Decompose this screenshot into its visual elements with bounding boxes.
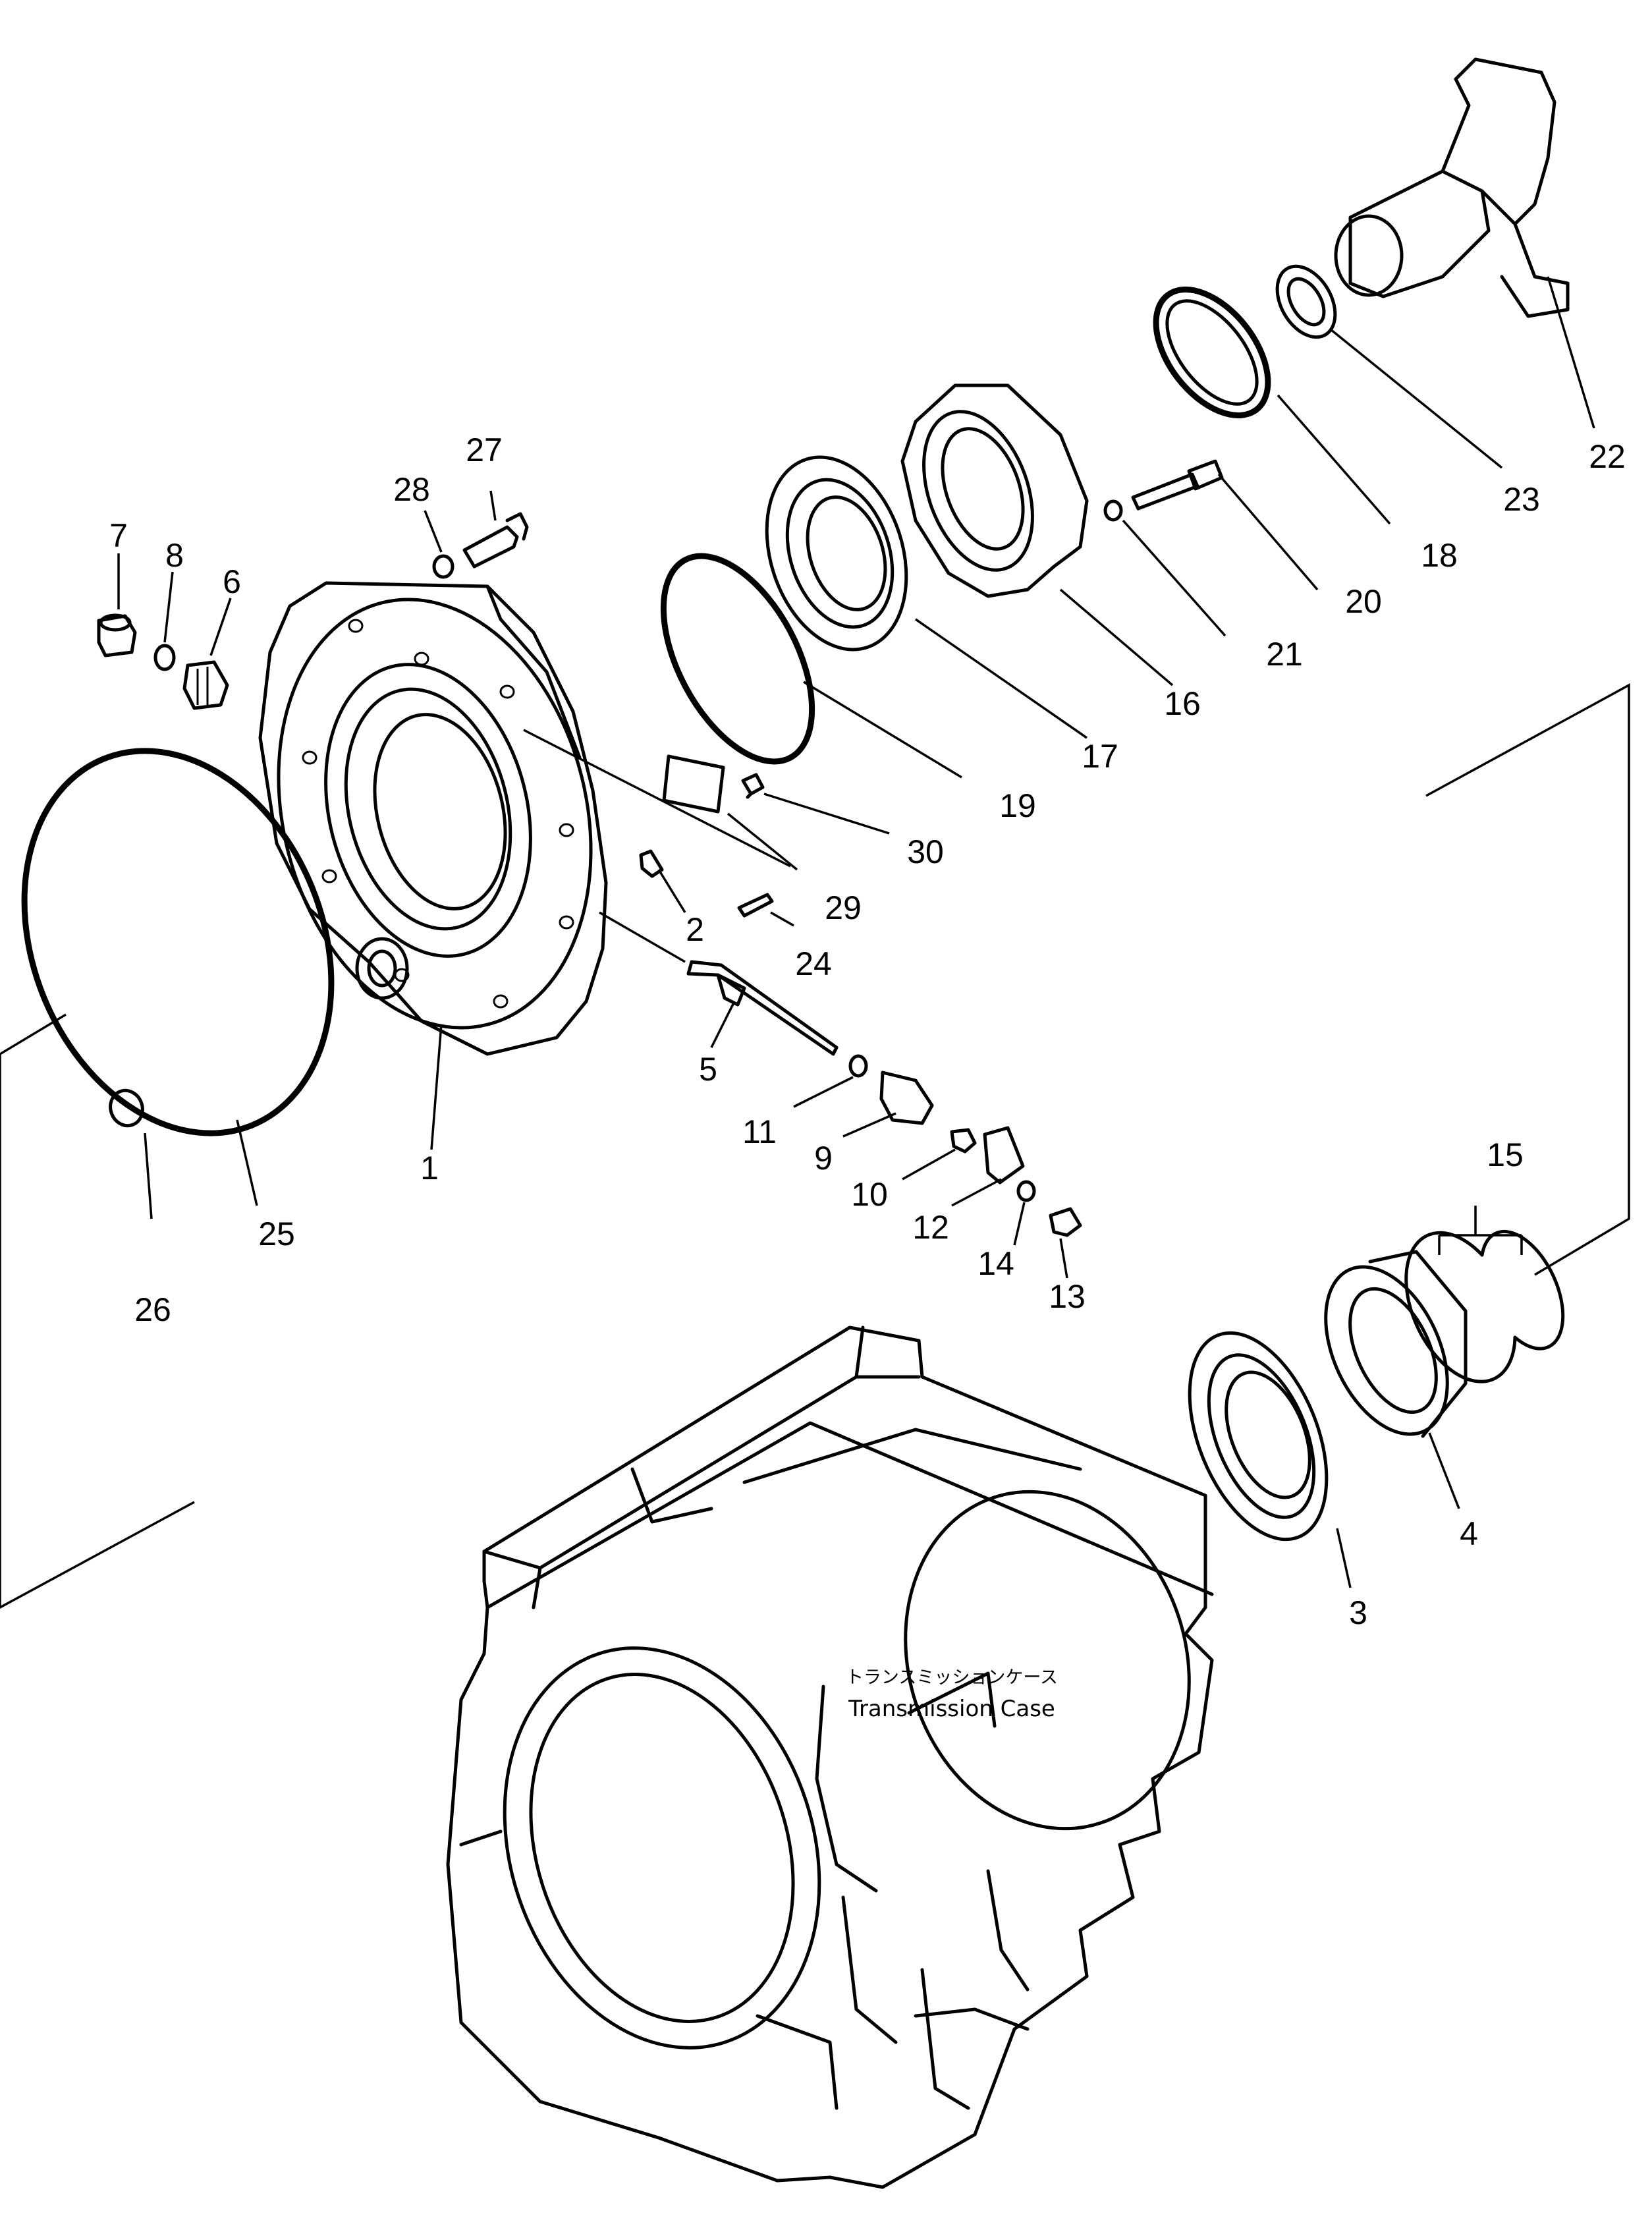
callout-16: 16 [1164, 685, 1201, 722]
part-26-o-ring [109, 1088, 144, 1128]
callout-1: 1 [420, 1150, 439, 1186]
part-6-fitting [182, 660, 229, 710]
callout-27: 27 [466, 432, 503, 468]
case-label: トランスミッションケース Transmission Case [846, 1667, 1058, 1722]
callout-4: 4 [1460, 1515, 1478, 1552]
callout-21: 21 [1266, 636, 1303, 673]
part-22-flange-yoke [1334, 57, 1570, 318]
part-21-washer [1103, 499, 1123, 522]
case-label-english: Transmission Case [848, 1696, 1055, 1722]
part-11-o-ring [848, 1054, 868, 1078]
part-23-bearing [1275, 264, 1337, 339]
part-28-washer [432, 554, 454, 579]
part-4-nut [1324, 1250, 1468, 1438]
part-14-washer [1016, 1180, 1036, 1202]
part-29-plate [662, 754, 725, 814]
callout-22: 22 [1589, 438, 1626, 475]
callout-19: 19 [999, 787, 1036, 824]
callout-30: 30 [907, 833, 944, 870]
callout-6: 6 [223, 563, 241, 600]
part-15-snap-ring [1404, 1229, 1565, 1383]
part-10-nut [950, 1128, 977, 1154]
callout-23: 23 [1503, 481, 1540, 518]
part-20-bolt [1131, 459, 1224, 511]
callout-10: 10 [851, 1176, 888, 1213]
part-1-cover [258, 581, 608, 1056]
callout-numbers: 1 2 3 4 5 6 7 8 9 10 11 12 13 14 15 16 1… [109, 432, 1626, 1631]
callout-9: 9 [814, 1140, 833, 1177]
part-30-screw [741, 773, 765, 799]
callout-13: 13 [1049, 1278, 1086, 1315]
part-18-ring [1153, 287, 1271, 418]
callout-24: 24 [795, 945, 832, 982]
part-9-fitting [879, 1071, 934, 1125]
part-16-cage [900, 383, 1089, 598]
transmission-case [446, 1325, 1214, 2189]
callout-5: 5 [699, 1051, 717, 1088]
callout-15: 15 [1487, 1136, 1524, 1173]
part-8-o-ring [153, 644, 176, 671]
part-17-bearing [765, 455, 908, 652]
part-5-shaft [686, 960, 839, 1056]
callout-2: 2 [686, 911, 704, 948]
case-label-japanese: トランスミッションケース [846, 1667, 1058, 1688]
callout-26: 26 [134, 1291, 171, 1328]
callout-8: 8 [165, 537, 184, 574]
callout-7: 7 [109, 517, 128, 554]
callout-28: 28 [393, 471, 430, 508]
part-2-plug [639, 849, 664, 878]
callout-3: 3 [1349, 1594, 1367, 1631]
part-12-bracket [983, 1126, 1025, 1185]
callout-18: 18 [1421, 537, 1458, 574]
assembly-bracket-right [1425, 683, 1630, 1276]
part-24-pin [737, 893, 774, 918]
part-27-bolt [462, 512, 529, 569]
leader-lines [117, 276, 1595, 1588]
callout-12: 12 [912, 1209, 949, 1246]
callout-14: 14 [977, 1245, 1014, 1282]
part-7-plug [97, 613, 137, 657]
callout-17: 17 [1082, 738, 1118, 775]
callout-11: 11 [742, 1113, 777, 1150]
callout-20: 20 [1345, 583, 1382, 620]
assembly-bracket-left [0, 1013, 195, 1609]
part-3-bearing [1188, 1331, 1329, 1542]
part-13-bolt [1049, 1207, 1082, 1237]
part-25-o-ring [21, 748, 335, 1136]
callout-29: 29 [825, 889, 862, 926]
callout-25: 25 [258, 1215, 295, 1252]
part-19-o-ring [660, 553, 815, 765]
